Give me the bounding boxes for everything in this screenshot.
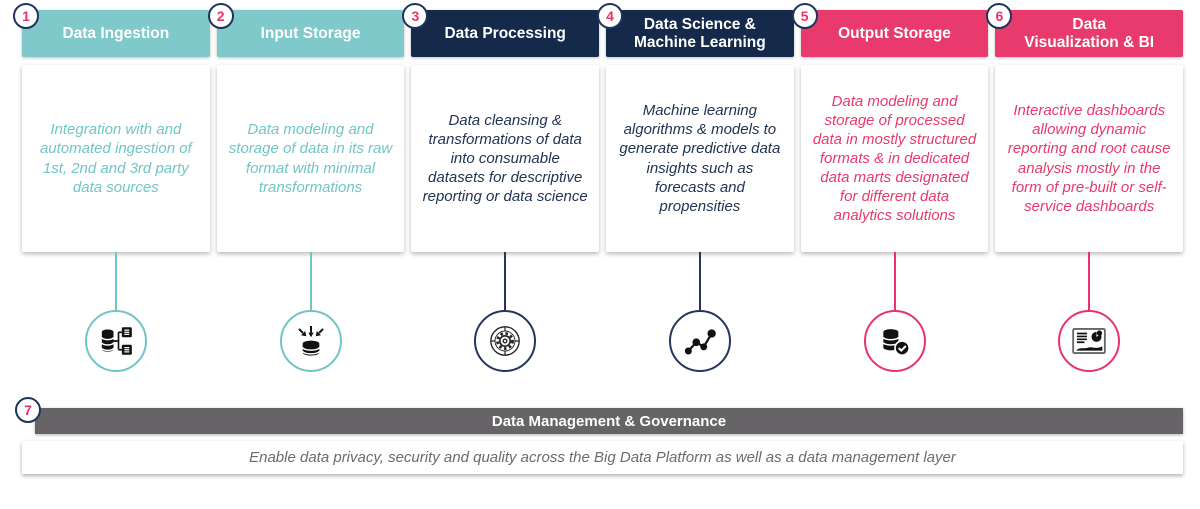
database-inflow-icon	[297, 326, 324, 356]
column-title: Data Science & Machine Learning	[633, 15, 766, 51]
column-data-processing: 3 Data Processing Data cleansing & trans…	[402, 3, 600, 372]
column-description-card: Interactive dashboards allowing dynamic …	[995, 65, 1184, 252]
column-description: Data modeling and storage of data in its…	[228, 121, 393, 196]
governance-header-bar: Data Management & Governance	[35, 408, 1183, 434]
database-check-icon	[882, 329, 910, 356]
step-number-badge: 7	[15, 397, 41, 423]
icon-circle	[474, 310, 537, 372]
column-description: Machine learning algorithms & models to …	[619, 102, 781, 215]
step-number-badge: 1	[13, 3, 39, 29]
column-header: 3 Data Processing	[402, 3, 600, 57]
icon-circle	[863, 310, 926, 372]
governance-description-bar: Enable data privacy, security and qualit…	[22, 441, 1183, 474]
database-sources-icon	[100, 327, 132, 355]
column-title: Output Storage	[838, 24, 951, 42]
column-description: Interactive dashboards allowing dynamic …	[1007, 102, 1171, 215]
icon-circle	[668, 310, 731, 372]
connector-line	[698, 252, 701, 310]
column-title: Data Processing	[444, 24, 566, 42]
step-number-badge: 6	[986, 3, 1013, 29]
column-input-storage: 2 Input Storage Data modeling and storag…	[207, 3, 405, 372]
connector-line	[893, 252, 896, 310]
governance-row: 7 Data Management & Governance Enable da…	[15, 397, 1183, 474]
column-data-ingestion: 1 Data Ingestion Integration with and au…	[13, 3, 210, 372]
connector-line	[114, 252, 117, 310]
governance-description: Enable data privacy, security and qualit…	[249, 449, 956, 466]
column-header: 6 Data Visualization & BI	[986, 3, 1184, 57]
column-header: 5 Output Storage	[791, 3, 989, 57]
column-output-storage: 5 Output Storage Data modeling and stora…	[791, 3, 989, 372]
column-description: Data cleansing & transformations of data…	[422, 111, 588, 206]
column-data-visualization-bi: 6 Data Visualization & BI Interactive da…	[986, 3, 1184, 372]
icon-circle	[1058, 310, 1121, 372]
column-data-science-ml: 4 Data Science & Machine Learning Machin…	[597, 3, 794, 372]
column-title: Input Storage	[260, 24, 361, 42]
step-number-badge: 5	[791, 3, 818, 29]
dashboard-report-icon	[1072, 328, 1106, 354]
icon-circle	[84, 310, 147, 372]
column-title: Data Visualization & BI	[1024, 15, 1155, 51]
process-wheel-icon	[490, 326, 521, 356]
column-description-card: Data modeling and storage of processed d…	[800, 65, 989, 252]
column-description-card: Data modeling and storage of data in its…	[216, 65, 405, 252]
column-title: Data Ingestion	[62, 24, 170, 42]
column-header: 2 Input Storage	[207, 3, 405, 57]
step-number-badge: 4	[597, 3, 624, 29]
connector-line	[504, 252, 507, 310]
connector-line	[1088, 252, 1091, 310]
connector-line	[309, 252, 312, 310]
column-header: 1 Data Ingestion	[13, 3, 210, 57]
pipeline-columns: 1 Data Ingestion Integration with and au…	[13, 3, 1184, 372]
column-header: 4 Data Science & Machine Learning	[597, 3, 794, 57]
column-description: Data modeling and storage of processed d…	[812, 92, 977, 225]
column-description-card: Data cleansing & transformations of data…	[411, 65, 600, 252]
column-description: Integration with and automated ingestion…	[39, 121, 192, 196]
ml-nodes-icon	[684, 329, 716, 355]
step-number-badge: 2	[207, 3, 234, 29]
governance-title: Data Management & Governance	[491, 412, 727, 430]
icon-circle	[279, 310, 342, 372]
step-number-badge: 3	[402, 3, 429, 29]
column-description-card: Integration with and automated ingestion…	[22, 65, 210, 252]
column-description-card: Machine learning algorithms & models to …	[606, 65, 794, 252]
